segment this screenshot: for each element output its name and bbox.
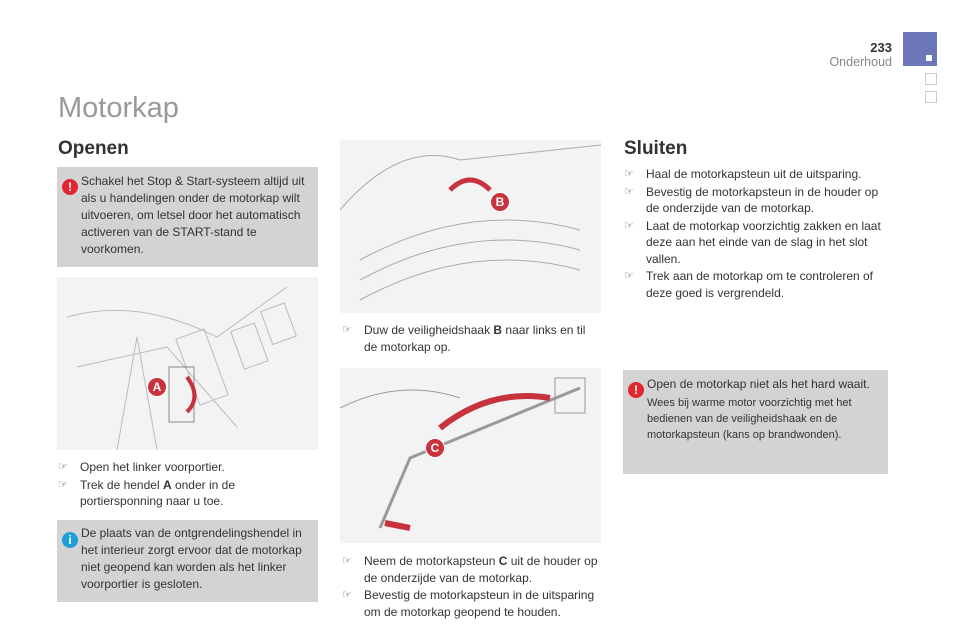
sluiten-steps: Haal de motorkapsteun uit de uitsparing.…: [624, 166, 886, 302]
info-icon: i: [62, 532, 78, 548]
openen-steps: Open het linker voorportier. Trek de hen…: [58, 459, 298, 511]
step: Trek de hendel A onder in de portierspon…: [58, 477, 298, 510]
step: Laat de motorkap voorzichtig zakken en l…: [624, 218, 886, 268]
illustration-safety-catch: B: [340, 140, 601, 313]
heading-openen: Openen: [58, 138, 129, 159]
warning-title: Open de motorkap niet als het hard waait…: [647, 377, 870, 391]
warning-box-sluiten: ! Open de motorkap niet als het hard waa…: [623, 370, 888, 474]
grille-sketch: [340, 144, 601, 301]
step: Bevestig de motorkapsteun in de houder o…: [624, 184, 886, 217]
label-c: C: [425, 438, 445, 458]
label-a: A: [147, 377, 167, 397]
section-tab[interactable]: [925, 73, 937, 85]
section-title: Onderhoud: [829, 55, 892, 69]
section-tab-active[interactable]: [903, 32, 937, 66]
step: Open het linker voorportier.: [58, 459, 298, 476]
illustration-pedals: A: [57, 277, 318, 450]
warning-icon: !: [628, 382, 644, 398]
warning-box: ! Schakel het Stop & Start-systeem altij…: [57, 167, 318, 267]
step: Bevestig de motorkapsteun in de uitspari…: [342, 587, 604, 620]
page-title: Motorkap: [58, 92, 179, 124]
section-tab[interactable]: [925, 91, 937, 103]
step: Haal de motorkapsteun uit de uitsparing.: [624, 166, 886, 183]
warning-body: Wees bij warme motor voorzichtig met het…: [647, 397, 852, 441]
heading-sluiten: Sluiten: [624, 138, 688, 159]
page-number: 233: [870, 40, 892, 55]
info-box: i De plaats van de ontgrendelingshendel …: [57, 520, 318, 602]
step: Duw de veiligheidshaak B naar links en t…: [342, 322, 597, 355]
warning-icon: !: [62, 179, 78, 195]
step-b-list: Duw de veiligheidshaak B naar links en t…: [342, 322, 597, 356]
step: Neem de motorkapsteun C uit de houder op…: [342, 553, 604, 586]
label-b: B: [490, 192, 510, 212]
step-c-list: Neem de motorkapsteun C uit de houder op…: [342, 553, 604, 621]
prop-rod-sketch: [340, 377, 586, 531]
illustration-prop-rod: C: [340, 368, 601, 543]
pedals-sketch: [66, 286, 297, 450]
step: Trek aan de motorkap om te controleren o…: [624, 268, 886, 301]
info-text: De plaats van de ontgrendelingshendel in…: [81, 526, 302, 591]
warning-text: Schakel het Stop & Start-systeem altijd …: [81, 174, 305, 256]
